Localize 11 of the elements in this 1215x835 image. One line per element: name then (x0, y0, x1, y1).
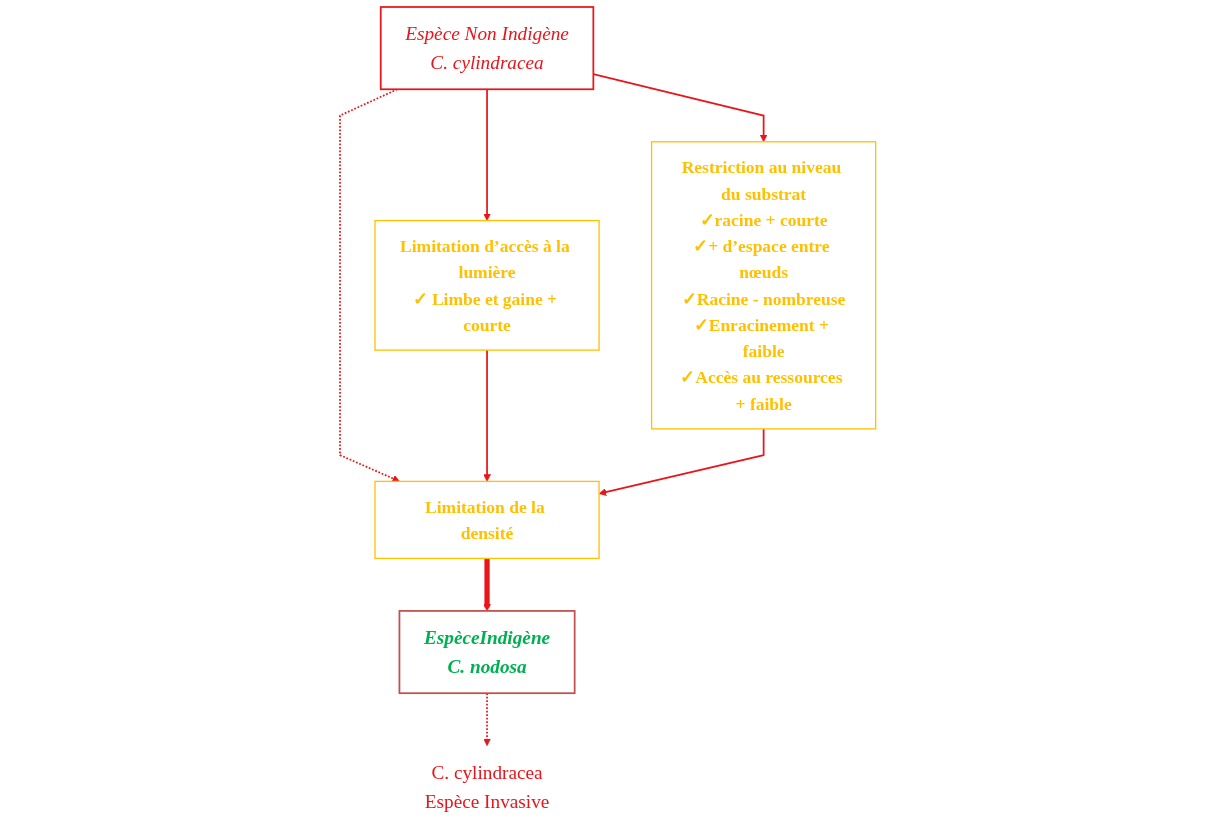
node-box: EspèceIndigène C. nodosa (398, 610, 576, 695)
arrow (482, 558, 491, 612)
arrow (482, 88, 491, 221)
arrow (598, 428, 765, 496)
node-box: Restriction au niveau du substrat ✓racine + courte ✓+ d’espace entre nœuds ✓Racine - nombreuse ✓Enracinement + faible ✓Accès au ressources + faible (650, 141, 876, 430)
node-box: Limitation de la densité (374, 480, 600, 560)
node-box: Espèce Non Indigène C. cylindracea (379, 6, 594, 91)
node-box: Limitation d’accès à la lumière ✓ Limbe et gaine + courte (374, 219, 600, 351)
arrow (338, 88, 400, 483)
arrow (482, 349, 491, 482)
node-text: C. cylindracea Espèce Invasive (424, 761, 549, 813)
